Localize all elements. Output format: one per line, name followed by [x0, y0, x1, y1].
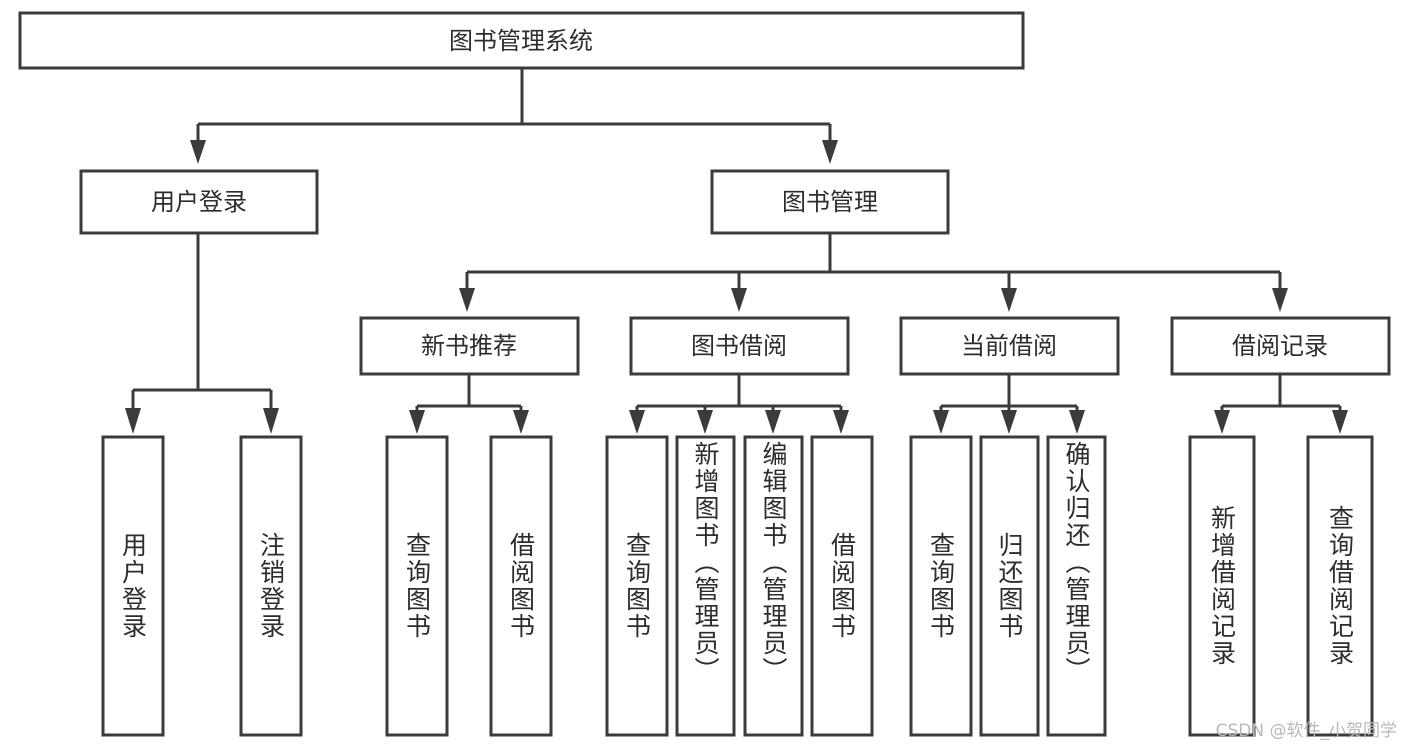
connector-book-manage-to-level3 — [459, 233, 1288, 312]
arrow-to-user-login-icon — [190, 140, 206, 164]
node-current-borrow-label: 当前借阅 — [961, 332, 1057, 360]
node-book-manage[interactable]: 图书管理 — [710, 169, 950, 235]
arrow-to-book-manage-icon — [822, 140, 838, 164]
arrow-to-book-borrow-icon — [731, 288, 747, 312]
leaf-box-cb-query-book[interactable] — [909, 435, 973, 737]
node-book-manage-box[interactable] — [710, 169, 950, 235]
leaf-box-user-login-login[interactable] — [101, 435, 165, 737]
leaf-box-bb-edit-book[interactable] — [743, 435, 804, 737]
leaf-box-bb-borrow-book[interactable] — [810, 435, 874, 737]
leaf-box-br-add-record[interactable] — [1188, 435, 1256, 737]
node-borrow-record[interactable]: 借阅记录 — [1170, 316, 1391, 376]
arrow-cb-leaf1-icon — [933, 410, 949, 434]
connector-book-borrow-to-leaves — [629, 375, 849, 434]
node-book-manage-label: 图书管理 — [782, 188, 878, 216]
node-user-login[interactable]: 用户登录 — [79, 169, 319, 235]
node-book-borrow-label: 图书借阅 — [691, 332, 787, 360]
arrow-cb-leaf2-icon — [1001, 410, 1017, 434]
connector-current-borrow-to-leaves — [933, 375, 1085, 434]
arrow-cb-leaf3-icon — [1069, 410, 1085, 434]
connector-user-login-to-leaves — [125, 233, 279, 434]
leaf-box-cb-confirm-return[interactable] — [1046, 435, 1107, 737]
arrow-bb-leaf1-icon — [629, 410, 645, 434]
connector-borrow-record-to-leaves — [1214, 375, 1348, 434]
watermark-text: CSDN @软件_小贺同学 — [1215, 721, 1397, 741]
node-root-system[interactable]: 图书管理系统 — [18, 11, 1025, 70]
arrow-nb-leaf1-icon — [409, 410, 425, 434]
node-book-borrow-box[interactable] — [629, 316, 850, 376]
node-user-login-label: 用户登录 — [151, 188, 247, 216]
leaf-box-cb-return-book[interactable] — [979, 435, 1040, 737]
leaf-box-bb-query-book[interactable] — [605, 435, 669, 737]
arrow-to-current-borrow-icon — [1001, 288, 1017, 312]
arrow-bb-leaf2-icon — [697, 410, 713, 434]
leaf-box-br-query-record[interactable] — [1306, 435, 1374, 737]
node-book-borrow[interactable]: 图书借阅 — [629, 316, 850, 376]
node-borrow-record-label: 借阅记录 — [1232, 332, 1328, 360]
node-new-book-recommend[interactable]: 新书推荐 — [359, 316, 580, 376]
leaf-box-bb-add-book[interactable] — [675, 435, 736, 737]
arrow-to-new-book-icon — [459, 288, 475, 312]
arrow-ul-leaf1-icon — [125, 408, 141, 434]
connector-root-to-level2 — [190, 68, 838, 164]
node-current-borrow[interactable]: 当前借阅 — [899, 316, 1120, 376]
arrow-br-leaf2-icon — [1332, 410, 1348, 434]
node-borrow-record-box[interactable] — [1170, 316, 1391, 376]
arrow-bb-leaf3-icon — [765, 410, 781, 434]
leaf-boxes-group — [101, 435, 1374, 737]
leaf-box-nb-query-book[interactable] — [385, 435, 449, 737]
node-new-book-recommend-box[interactable] — [359, 316, 580, 376]
node-user-login-box[interactable] — [79, 169, 319, 235]
node-root-system-label: 图书管理系统 — [449, 27, 593, 55]
arrow-br-leaf1-icon — [1214, 410, 1230, 434]
node-root-system-box[interactable] — [18, 11, 1025, 70]
arrow-nb-leaf2-icon — [513, 410, 529, 434]
node-current-borrow-box[interactable] — [899, 316, 1120, 376]
arrow-bb-leaf4-icon — [833, 410, 849, 434]
node-new-book-recommend-label: 新书推荐 — [421, 332, 517, 360]
arrow-to-borrow-record-icon — [1272, 288, 1288, 312]
connector-new-book-to-leaves — [409, 375, 529, 434]
leaf-box-nb-borrow-book[interactable] — [489, 435, 553, 737]
leaf-box-user-login-logout[interactable] — [239, 435, 303, 737]
arrow-ul-leaf2-icon — [263, 408, 279, 434]
